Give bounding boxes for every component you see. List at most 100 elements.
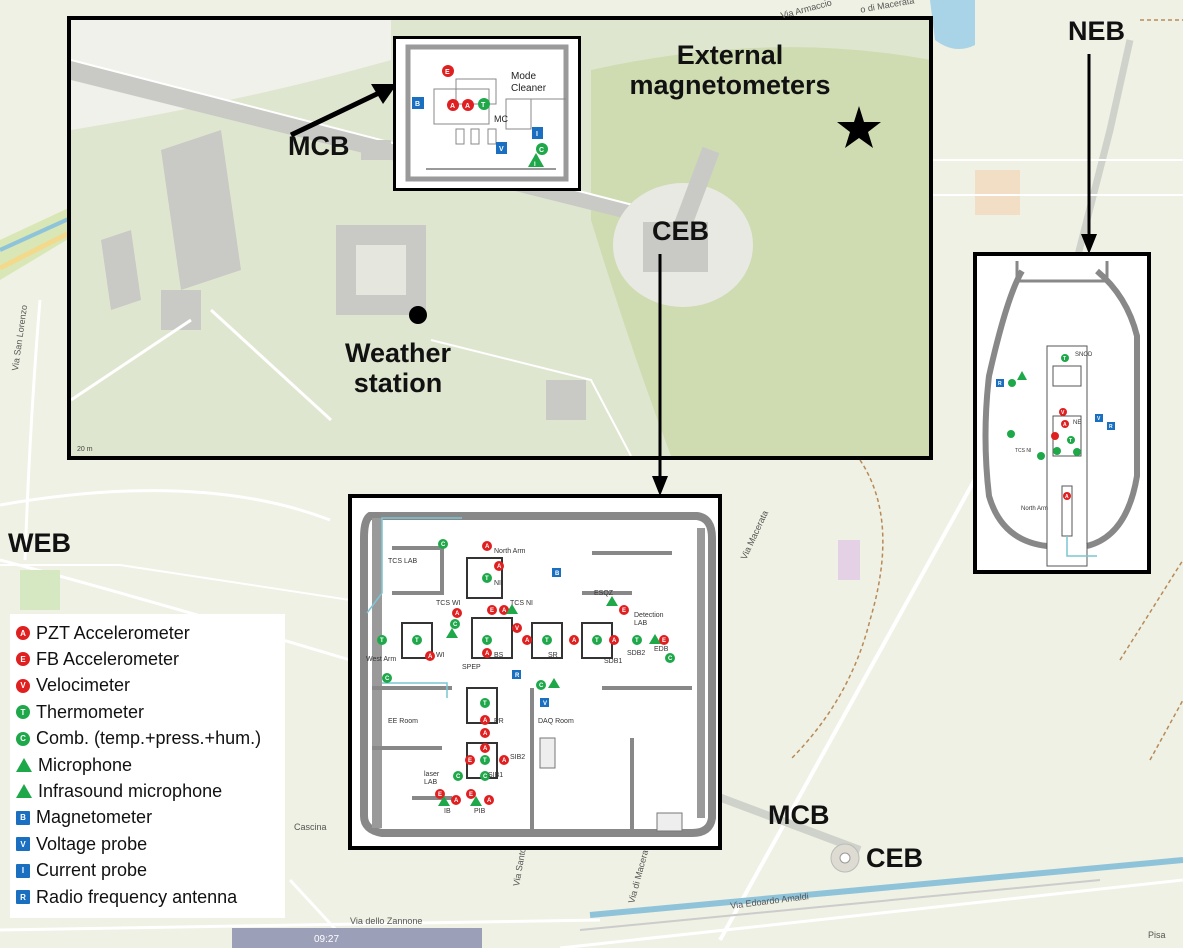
neb-ne: NE (1073, 420, 1082, 426)
svg-text:A: A (450, 103, 455, 110)
legend-label: Comb. (temp.+press.+hum.) (36, 728, 262, 749)
svg-text:A: A (525, 638, 530, 644)
mcb-top-label: MCB (288, 131, 350, 161)
ceb-sib2: SIB2 (510, 754, 526, 761)
svg-text:R: R (1109, 424, 1113, 430)
svg-text:A: A (485, 651, 490, 657)
svg-text:C: C (539, 147, 544, 154)
svg-text:B: B (555, 571, 560, 577)
legend-label: Radio frequency antenna (36, 886, 238, 907)
svg-text:T: T (1069, 438, 1072, 444)
ceb-detection-lab-1: Detection (634, 612, 664, 619)
legend-item: R Radio frequency antenna (16, 884, 237, 910)
ceb-ib: IB (444, 808, 451, 815)
svg-text:C: C (453, 622, 458, 628)
svg-text:C: C (456, 774, 461, 780)
ceb-pib: PIB (474, 808, 486, 815)
svg-text:R: R (998, 381, 1002, 387)
weather-station-label: Weather station (318, 338, 478, 398)
ceb-sdb1: SDB1 (604, 658, 623, 665)
svg-text:I: I (534, 162, 536, 168)
neb-floorplan: T R V A T V R A (982, 261, 1140, 567)
ceb-arrow (652, 254, 668, 496)
circle-marker-icon: T (16, 705, 30, 720)
square-marker-icon: R (16, 890, 30, 904)
web-label: WEB (8, 528, 71, 558)
ceb-tcs-lab: TCS LAB (388, 558, 418, 565)
svg-text:R: R (515, 673, 520, 679)
neb-inset: T R V A T V R A SNOD NE TCS NI North Arm (973, 252, 1151, 574)
svg-text:E: E (438, 792, 442, 798)
road-via-dello-zannone: Via dello Zannone (350, 916, 423, 926)
svg-text:V: V (515, 626, 519, 632)
map-time-label: 09:27 (314, 934, 340, 945)
mcb-bottom-label: MCB (768, 800, 830, 830)
svg-text:C: C (483, 774, 488, 780)
svg-text:C: C (441, 542, 446, 548)
map-scale-label: 20 m (77, 446, 93, 453)
legend-label: FB Accelerometer (36, 648, 180, 669)
svg-text:T: T (415, 638, 419, 644)
svg-text:E: E (662, 638, 666, 644)
legend-label: Voltage probe (36, 833, 148, 854)
svg-text:A: A (502, 608, 507, 614)
svg-text:A: A (454, 798, 459, 804)
weather-station-line-1: Weather (344, 338, 452, 368)
svg-text:A: A (502, 758, 507, 764)
svg-text:C: C (668, 656, 673, 662)
ceb-sr: SR (548, 652, 558, 659)
svg-text:I: I (536, 131, 538, 138)
svg-text:T: T (1063, 356, 1066, 362)
legend-item: Microphone (16, 752, 132, 778)
legend-label: PZT Accelerometer (36, 622, 190, 643)
ceb-bs: BS (494, 652, 504, 659)
ceb-top-label: CEB (652, 216, 710, 246)
neb-snod: SNOD (1075, 352, 1093, 358)
ceb-north-arm: North Arm (494, 548, 526, 555)
ceb-spep: SPEP (462, 664, 481, 671)
road-pisa: Pisa (1148, 930, 1166, 940)
ceb-laser-lab-2: LAB (424, 779, 438, 786)
svg-text:V: V (543, 701, 547, 707)
svg-text:V: V (1061, 410, 1065, 416)
svg-text:T: T (481, 102, 486, 109)
ceb-laser-lab-1: laser (424, 771, 440, 778)
svg-text:T: T (483, 701, 487, 707)
svg-text:E: E (490, 608, 494, 614)
ceb-west-arm: West Arm (366, 656, 397, 663)
circle-marker-icon: V (16, 678, 30, 693)
svg-text:T: T (545, 638, 549, 644)
neb-arrow (1081, 54, 1097, 254)
circle-marker-icon: E (16, 652, 30, 667)
legend-item: A PZT Accelerometer (16, 620, 190, 646)
ceb-floorplan: A T A C A C E A V T A T A T T A A T A T … (360, 512, 716, 837)
svg-text:C: C (539, 683, 544, 689)
svg-text:E: E (622, 608, 626, 614)
svg-text:A: A (465, 103, 470, 110)
svg-text:T: T (595, 638, 599, 644)
external-magnetometers-line-2: magnetometers (629, 70, 831, 100)
svg-text:E: E (468, 758, 472, 764)
legend-label: Magnetometer (36, 807, 153, 828)
triangle-marker-icon (16, 784, 32, 799)
legend-label: Velocimeter (36, 675, 131, 696)
ceb-edb: EDB (654, 646, 669, 653)
ceb-sib1: SIB1 (488, 772, 504, 779)
svg-text:T: T (380, 638, 384, 644)
ceb-bottom-label: CEB (866, 843, 924, 873)
ceb-tcs-wi: TCS WI (436, 600, 461, 607)
legend-item: V Velocimeter (16, 673, 130, 699)
circle-marker-icon: A (16, 626, 30, 640)
legend-label: Microphone (38, 754, 133, 775)
legend-label: Thermometer (36, 701, 145, 722)
svg-text:A: A (485, 544, 490, 550)
ceb-ni: NI (494, 580, 501, 587)
ceb-detection-lab-2: LAB (634, 620, 648, 627)
ceb-inset: A T A C A C E A V T A T A T T A A T A T … (348, 494, 722, 850)
svg-text:T: T (485, 576, 489, 582)
legend-item: E FB Accelerometer (16, 646, 179, 672)
